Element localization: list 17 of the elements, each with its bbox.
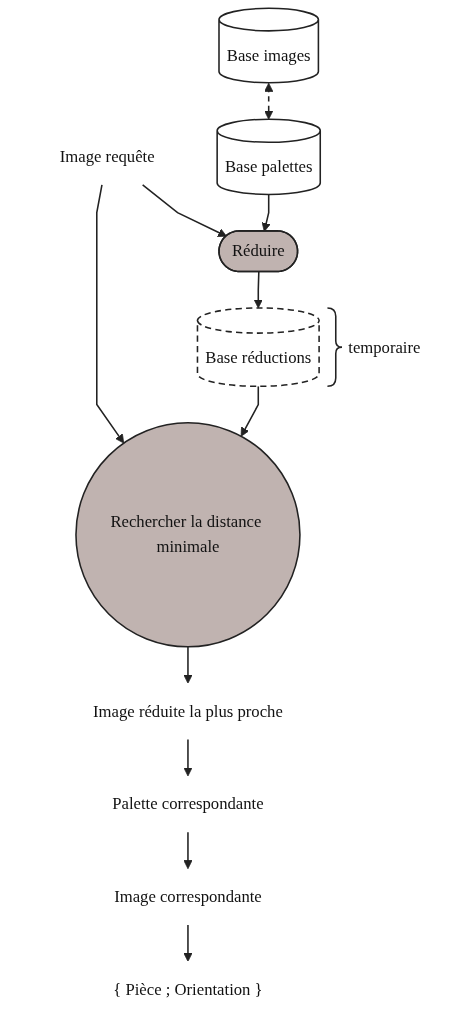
arrow (183, 738, 193, 777)
arrow (96, 184, 125, 444)
arrow (261, 193, 271, 232)
arrow (183, 924, 193, 962)
arrow (253, 271, 263, 309)
arrow (183, 646, 193, 684)
node-text: Palette correspondante (112, 794, 264, 813)
node-text: Image requête (59, 147, 155, 166)
annotation-text: temporaire (348, 338, 421, 358)
arrow (264, 82, 274, 120)
node-circle: Rechercher la distance minimale (75, 422, 301, 648)
arrow (141, 184, 227, 237)
arrow (240, 385, 260, 437)
node-text: { Pièce ; Orientation } (113, 980, 263, 998)
arrow (183, 831, 193, 870)
node-text: Image réduite la plus proche (93, 702, 283, 720)
node-text: Image correspondante (114, 887, 262, 906)
